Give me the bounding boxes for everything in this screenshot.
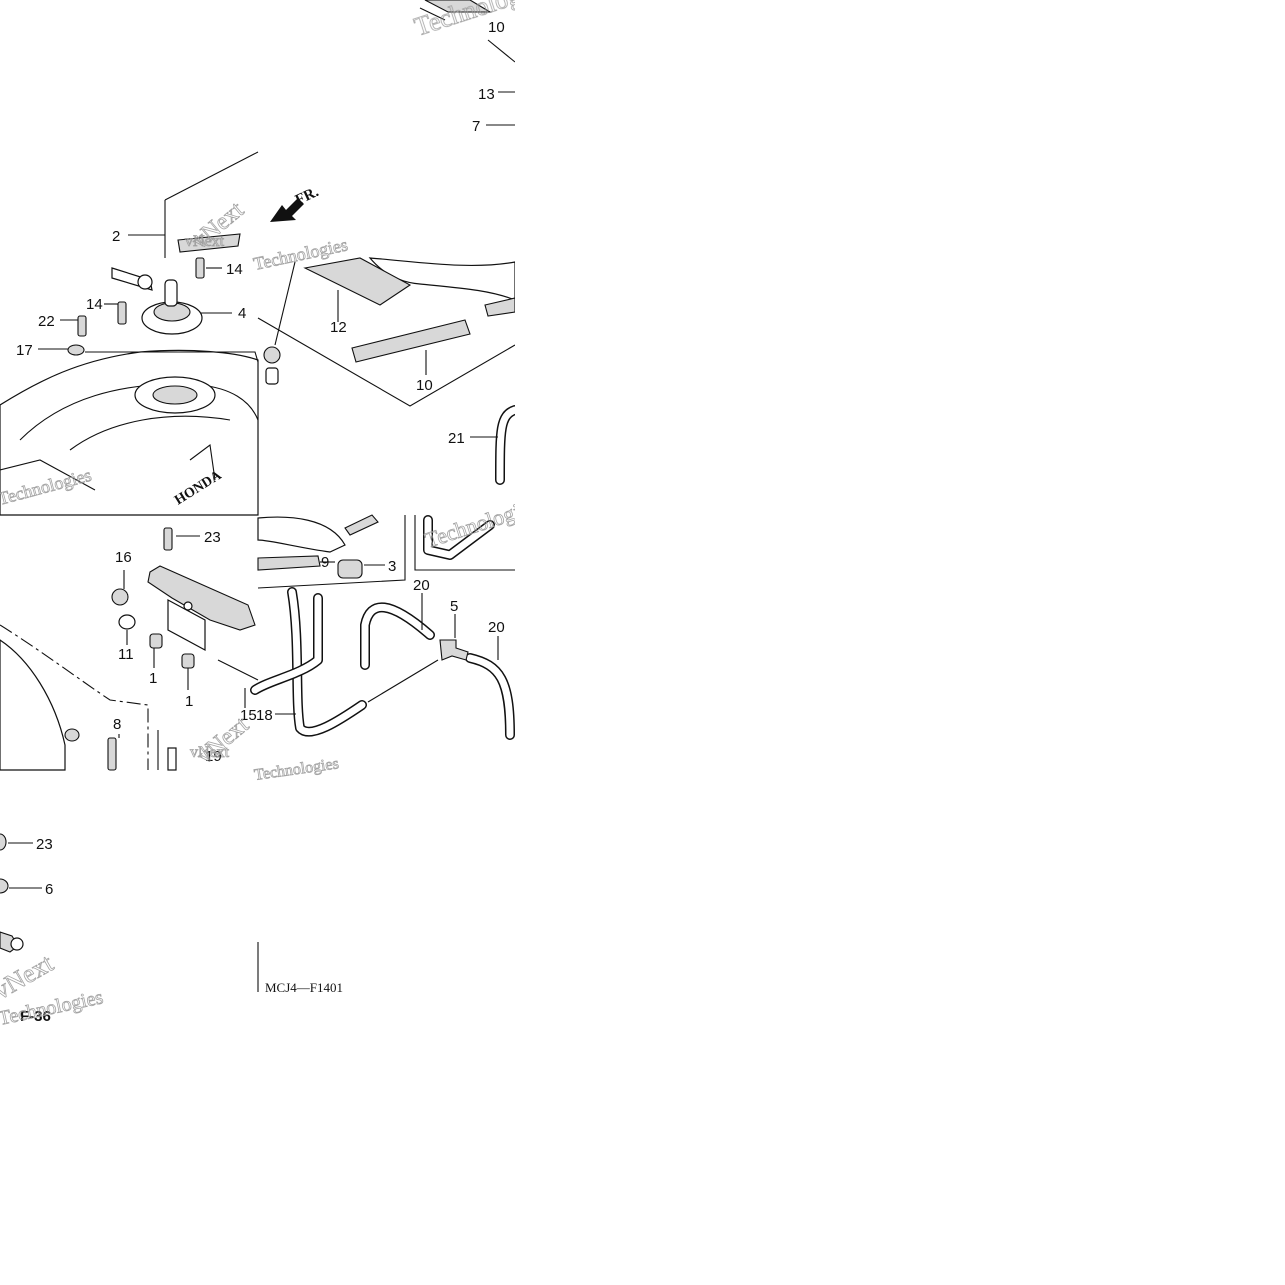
callout-19: 19 — [205, 748, 222, 765]
callout-14-lower: 14 — [86, 296, 103, 313]
page-label: F-36 — [20, 1008, 51, 1025]
bolt-14a — [195, 257, 205, 279]
diagram-code: MCJ4—F1401 — [265, 980, 343, 995]
grommet-16 — [111, 588, 129, 606]
front-arrow-icon — [270, 198, 304, 222]
front-marker: FR. — [293, 184, 322, 209]
tile-bracket — [0, 527, 259, 771]
washer-17 — [67, 344, 85, 356]
tile-fuel-cap: FR. HONDA — [0, 151, 322, 516]
cushion-piece-top — [424, 0, 492, 13]
callout-2: 2 — [112, 228, 120, 245]
callout-3: 3 — [388, 558, 396, 575]
callout-18: 18 — [256, 707, 273, 724]
callout-16: 16 — [115, 549, 132, 566]
cushion-3 — [337, 559, 363, 579]
callout-9: 9 — [321, 554, 329, 571]
damper-1b — [181, 653, 195, 669]
pad-10 — [351, 319, 471, 363]
cap-key — [164, 279, 178, 307]
pad-12 — [303, 257, 412, 306]
bolt-8 — [107, 737, 117, 771]
watermark-suffix-4: Technologies — [253, 755, 340, 784]
joint-5 — [439, 639, 469, 661]
bolt-14b — [117, 301, 127, 325]
tile-hoses — [250, 514, 515, 740]
tile-tank-right — [257, 257, 520, 485]
bolt-23a — [163, 527, 173, 551]
tank-underside — [257, 516, 346, 553]
blank-area-right — [515, 0, 1285, 1285]
callout-1-right: 1 — [185, 693, 193, 710]
callout-22: 22 — [38, 313, 55, 330]
bolt-22 — [77, 315, 87, 337]
rubber-9 — [257, 555, 321, 571]
callout-23-upper: 23 — [204, 529, 221, 546]
bolt-23b — [0, 833, 7, 851]
nut-6 — [0, 878, 9, 894]
callout-14-upper: 14 — [226, 261, 243, 278]
cushion-2 — [177, 233, 241, 253]
grommet — [263, 346, 281, 364]
callout-5: 5 — [450, 598, 458, 615]
callout-20-left: 20 — [413, 577, 430, 594]
callout-11: 11 — [118, 646, 134, 663]
callout-12: 12 — [330, 319, 347, 336]
tile-bottom-left — [0, 833, 259, 992]
callout-17: 17 — [16, 342, 33, 359]
tank-lower — [0, 639, 66, 771]
callout-10-mid: 10 — [416, 377, 433, 394]
collar-11 — [118, 614, 136, 630]
tile-top — [419, 0, 516, 126]
hose-20a — [360, 602, 435, 670]
callout-4: 4 — [238, 305, 246, 322]
mount-bracket — [147, 565, 256, 631]
callout-20-right: 20 — [488, 619, 505, 636]
callout-21: 21 — [448, 430, 465, 447]
callout-23-lower: 23 — [36, 836, 53, 853]
watermark-brand-1b: vNext — [185, 233, 225, 250]
callout-15: 15 — [240, 707, 257, 724]
callout-7: 7 — [472, 118, 480, 135]
callout-13: 13 — [478, 86, 495, 103]
callouts: 10 13 7 2 14 14 4 22 17 12 10 21 23 16 1… — [16, 19, 505, 898]
callout-8: 8 — [113, 716, 121, 733]
callout-1-left: 1 — [149, 670, 157, 687]
damper-1a — [149, 633, 163, 649]
watermark-brand-2b: vNext — [190, 744, 230, 761]
callout-6: 6 — [45, 881, 53, 898]
callout-10-top: 10 — [488, 19, 505, 36]
